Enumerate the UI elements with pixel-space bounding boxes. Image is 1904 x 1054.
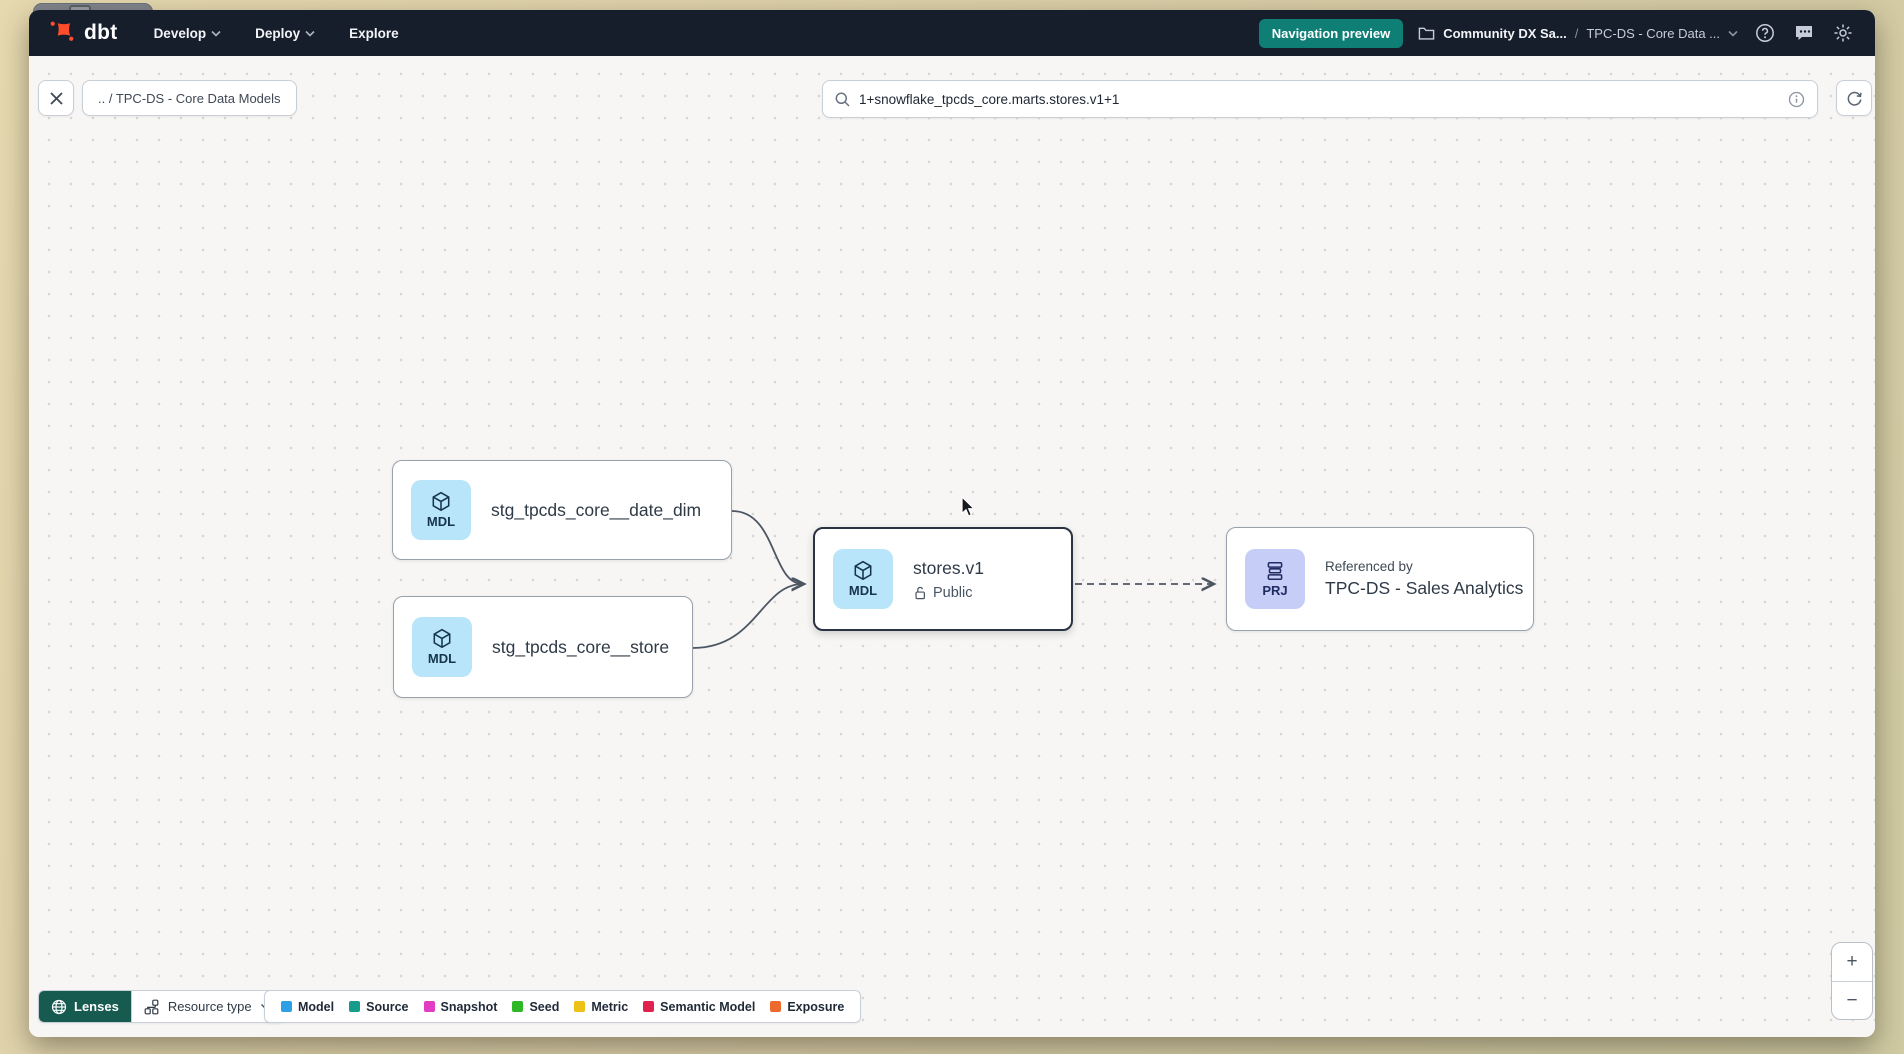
- project-archive-icon: [1267, 561, 1283, 581]
- dbt-logo-icon: [50, 21, 74, 41]
- model-cube-icon: [854, 560, 872, 581]
- access-label: Public: [933, 584, 973, 601]
- search-icon: [835, 92, 850, 107]
- node-label: stg_tpcds_core__date_dim: [491, 499, 702, 520]
- account-name: Community DX Sa...: [1443, 25, 1567, 41]
- app-window: dbt Develop Deploy Explore Navigation pr…: [29, 10, 1875, 1037]
- menu-explore-label: Explore: [349, 25, 399, 41]
- legend-label: Source: [366, 999, 409, 1014]
- legend-swatch: [512, 1001, 524, 1012]
- legend-item-exposure: Exposure: [770, 1000, 844, 1014]
- legend-swatch: [423, 1001, 435, 1012]
- model-cube-icon: [433, 628, 451, 649]
- resource-legend: Model Source Snapshot Seed Metric Semant…: [264, 990, 862, 1023]
- menu-deploy[interactable]: Deploy: [255, 26, 315, 41]
- chat-bubble-icon: [1796, 25, 1812, 40]
- node-text-block: Referenced by TPC-DS - Sales Analytics: [1325, 559, 1523, 599]
- settings-button[interactable]: [1831, 21, 1855, 45]
- menu-develop[interactable]: Develop: [154, 26, 222, 41]
- legend-item-metric: Metric: [574, 1000, 628, 1014]
- legend-item-snapshot: Snapshot: [423, 999, 498, 1014]
- legend-swatch: [770, 1001, 782, 1012]
- node-stores-v1[interactable]: MDL stores.v1 Public: [813, 527, 1073, 631]
- main-menu: Develop Deploy Explore: [154, 26, 399, 41]
- close-icon: [49, 91, 63, 105]
- edge-datedim-to-stores: [731, 510, 803, 584]
- lineage-breadcrumb[interactable]: .. / TPC-DS - Core Data Models: [82, 80, 297, 116]
- resource-type-label: Resource type: [167, 999, 252, 1014]
- resource-nodes-icon: [144, 999, 159, 1014]
- model-cube-icon: [432, 491, 450, 512]
- dbt-logo-text: dbt: [84, 21, 118, 44]
- legend-item-seed: Seed: [512, 1000, 559, 1014]
- zoom-in-button[interactable]: +: [1846, 951, 1858, 972]
- legend-label: Seed: [529, 999, 560, 1014]
- lenses-label: Lenses: [74, 999, 119, 1014]
- legend-label: Snapshot: [440, 999, 498, 1014]
- info-icon[interactable]: [1788, 91, 1805, 108]
- badge-type-label: MDL: [427, 651, 457, 666]
- lineage-canvas[interactable]: .. / TPC-DS - Core Data Models: [29, 56, 1875, 1037]
- mouse-cursor: [961, 496, 976, 517]
- legend-label: Model: [298, 999, 335, 1014]
- menu-explore[interactable]: Explore: [349, 26, 399, 41]
- legend-swatch: [281, 1001, 292, 1012]
- lenses-button[interactable]: Lenses: [39, 991, 131, 1022]
- node-referenced-by-project[interactable]: PRJ Referenced by TPC-DS - Sales Analyti…: [1226, 527, 1534, 631]
- node-stg-tpcds-core-date-dim[interactable]: MDL stg_tpcds_core__date_dim: [392, 460, 732, 560]
- resource-type-dropdown[interactable]: Resource type: [130, 991, 283, 1022]
- legend-item-semantic-model: Semantic Model: [643, 1000, 755, 1014]
- model-badge: MDL: [412, 617, 472, 677]
- lens-resource-control: Lenses Resource type: [38, 990, 284, 1023]
- chevron-down-icon: [211, 30, 221, 37]
- lineage-search: [822, 80, 1818, 118]
- refresh-lineage-button[interactable]: [1836, 80, 1872, 116]
- legend-item-source: Source: [349, 999, 409, 1014]
- access-row: Public: [913, 585, 984, 601]
- help-icon: [1756, 24, 1774, 42]
- chevron-down-icon[interactable]: [1728, 30, 1738, 37]
- dbt-logo[interactable]: dbt: [47, 18, 118, 48]
- lens-globe-icon: [51, 999, 67, 1014]
- breadcrumb-separator: /: [1574, 25, 1579, 41]
- project-badge: PRJ: [1245, 549, 1305, 609]
- canvas-zoom-control: + −: [1831, 942, 1873, 1020]
- refresh-icon: [1847, 91, 1862, 106]
- feedback-button[interactable]: [1792, 21, 1816, 45]
- legend-label: Semantic Model: [660, 999, 756, 1014]
- node-text-block: stores.v1 Public: [913, 558, 984, 601]
- model-badge: MDL: [833, 549, 893, 609]
- unlock-icon: [915, 586, 925, 600]
- menu-deploy-label: Deploy: [255, 25, 301, 41]
- project-name: TPC-DS - Core Data ...: [1586, 25, 1720, 41]
- legend-swatch: [643, 1001, 655, 1012]
- legend-swatch: [349, 1001, 361, 1012]
- legend-item-model: Model: [281, 1000, 334, 1014]
- account-breadcrumb[interactable]: Community DX Sa... / TPC-DS - Core Data …: [1418, 26, 1738, 41]
- navbar-right: Navigation preview Community DX Sa... / …: [1258, 18, 1855, 48]
- node-label: stores.v1: [913, 557, 984, 578]
- node-sublabel: Referenced by: [1325, 559, 1413, 574]
- model-badge: MDL: [411, 480, 471, 540]
- top-navbar: dbt Develop Deploy Explore Navigation pr…: [29, 10, 1875, 56]
- help-button[interactable]: [1753, 21, 1777, 45]
- legend-label: Metric: [591, 999, 629, 1014]
- zoom-out-button[interactable]: −: [1832, 981, 1872, 1019]
- node-stg-tpcds-core-store[interactable]: MDL stg_tpcds_core__store: [393, 596, 693, 698]
- node-label: TPC-DS - Sales Analytics: [1325, 578, 1524, 598]
- edge-store-to-stores: [692, 584, 803, 649]
- node-label: stg_tpcds_core__store: [492, 636, 670, 657]
- badge-type-label: MDL: [426, 514, 456, 529]
- badge-type-label: MDL: [848, 583, 878, 598]
- badge-type-label: PRJ: [1262, 583, 1288, 598]
- chevron-down-icon: [305, 30, 315, 37]
- folder-icon: [1418, 27, 1435, 40]
- legend-label: Exposure: [787, 999, 845, 1014]
- gear-icon: [1834, 24, 1852, 42]
- navigation-preview-badge[interactable]: Navigation preview: [1258, 18, 1404, 48]
- close-lineage-button[interactable]: [38, 80, 74, 116]
- search-input[interactable]: [859, 91, 1779, 107]
- menu-develop-label: Develop: [153, 25, 207, 41]
- legend-swatch: [574, 1001, 586, 1012]
